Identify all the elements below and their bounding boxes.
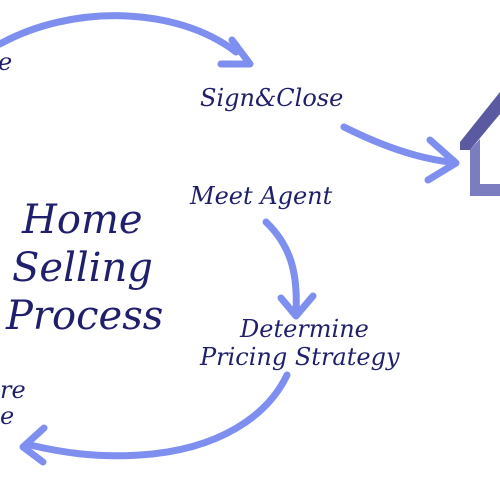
- step-meet-agent: Meet Agent: [190, 182, 333, 210]
- house-icon: [460, 92, 500, 196]
- partial-step-bottom-left-2: e: [0, 402, 15, 430]
- arrow-top: [0, 12, 240, 56]
- step-sign-close: Sign&Close: [200, 84, 344, 112]
- title-line-3: Process: [6, 293, 164, 339]
- title-line-1: Home: [22, 197, 143, 243]
- arrowhead-determine: [277, 292, 317, 320]
- arrow-meet-to-determine: [262, 218, 300, 316]
- arrowhead-bottom: [19, 424, 48, 466]
- arrowhead-top: [217, 36, 254, 68]
- partial-step-bottom-left-1: re: [0, 376, 26, 404]
- arrow-bottom: [26, 371, 291, 460]
- arrowhead-house: [424, 136, 460, 184]
- step-determine-line2: Pricing Strategy: [200, 343, 400, 371]
- title-line-2: Selling: [12, 245, 153, 291]
- arrow-to-house: [340, 123, 454, 166]
- partial-step-top-left: e: [0, 50, 12, 74]
- step-determine-line1: Determine: [240, 315, 369, 343]
